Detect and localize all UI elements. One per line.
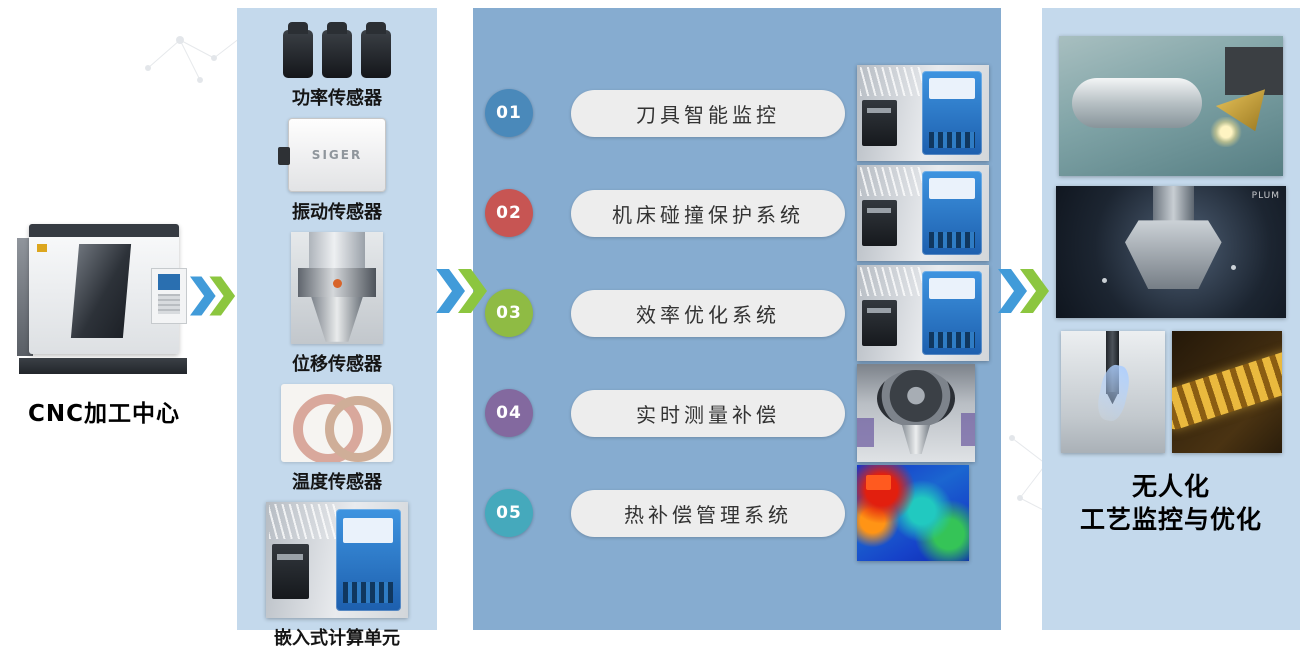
sensor-group-power: 功率传感器 (283, 20, 391, 110)
step-number-badge: 02 (485, 189, 533, 237)
power-clamp (283, 22, 313, 78)
cnc-machine-photo (15, 210, 193, 380)
flow-arrow-1 (190, 276, 236, 316)
sensor-group-temperature: 温度传感器 (281, 384, 393, 494)
controller-photo (857, 265, 989, 361)
spindle-measure-photo (857, 364, 975, 462)
result-panel: PLUM 无人化 工艺监控与优化 (1042, 8, 1300, 630)
system-pill: 效率优化系统 (571, 289, 845, 337)
milling-watermark: PLUM (1251, 191, 1280, 201)
step-number-badge: 01 (485, 89, 533, 137)
cnc-section: CNC加工中心 (6, 210, 202, 428)
system-label: 机床碰撞保护系统 (612, 202, 804, 227)
sensor-group-displacement: 位移传感器 (291, 232, 383, 376)
controller-photo (857, 65, 989, 161)
machine-keypad (158, 294, 180, 314)
cnc-label: CNC加工中心 (27, 401, 180, 427)
vibration-sensor-photo: SIGER (278, 118, 386, 192)
photo-pair (1060, 331, 1282, 453)
system-pill: 刀具智能监控 (571, 89, 845, 137)
sensor-panel: 功率传感器 SIGER 振动传感器 位移传感器 温度传感器 (237, 8, 437, 648)
system-label: 刀具智能监控 (636, 102, 780, 127)
result-caption: 无人化 工艺监控与优化 (1080, 470, 1262, 536)
system-label: 实时测量补偿 (636, 402, 780, 427)
particle-decoration (145, 35, 243, 83)
system-row-1: 01 刀具智能监控 (485, 63, 1001, 163)
power-clamp (361, 22, 391, 78)
system-pill: 实时测量补偿 (571, 389, 845, 437)
flow-arrow-3 (998, 269, 1049, 313)
system-panel: 01 刀具智能监控 02 机床碰撞保护系统 03 效率优化系统 (473, 8, 1001, 630)
caption-line-2: 工艺监控与优化 (1079, 505, 1262, 534)
displacement-sensor-photo (291, 232, 383, 344)
controller-photo (857, 165, 989, 261)
milling-photo: PLUM (1056, 186, 1286, 318)
siger-brand-text: SIGER (311, 148, 363, 162)
sensor-label: 温度传感器 (292, 472, 382, 493)
flow-arrow-2 (436, 269, 487, 313)
machine-logo (37, 244, 47, 252)
sensor-label: 位移传感器 (292, 354, 382, 375)
system-row-5: 05 热补偿管理系统 (485, 463, 1001, 563)
thermal-image-photo (857, 465, 969, 561)
system-row-3: 03 效率优化系统 (485, 263, 1001, 363)
power-clamp (322, 22, 352, 78)
system-label: 热补偿管理系统 (624, 502, 792, 527)
system-pill: 热补偿管理系统 (571, 489, 845, 537)
sensor-group-embedded: 嵌入式计算单元 (266, 502, 408, 648)
step-number-badge: 05 (485, 489, 533, 537)
step-number-badge: 03 (485, 289, 533, 337)
power-sensor-photo (283, 20, 391, 78)
sensor-label: 功率传感器 (292, 88, 382, 109)
temperature-sensor-photo (281, 384, 393, 462)
tapping-photo (1171, 331, 1282, 453)
machine-screen (158, 274, 180, 290)
sensor-label: 嵌入式计算单元 (274, 628, 400, 648)
drilling-photo (1060, 331, 1165, 453)
sensor-label: 振动传感器 (292, 202, 382, 223)
system-pill: 机床碰撞保护系统 (571, 189, 845, 237)
caption-line-1: 无人化 (1131, 472, 1210, 501)
machine-top-band (29, 224, 179, 237)
step-number-badge: 04 (485, 389, 533, 437)
embedded-unit-photo (266, 502, 408, 618)
system-row-4: 04 实时测量补偿 (485, 363, 1001, 463)
turning-photo (1059, 36, 1283, 176)
machine-window (70, 244, 132, 338)
system-label: 效率优化系统 (636, 302, 780, 327)
system-row-2: 02 机床碰撞保护系统 (485, 163, 1001, 263)
machine-base (19, 358, 187, 374)
sensor-group-vibration: SIGER 振动传感器 (278, 118, 386, 224)
